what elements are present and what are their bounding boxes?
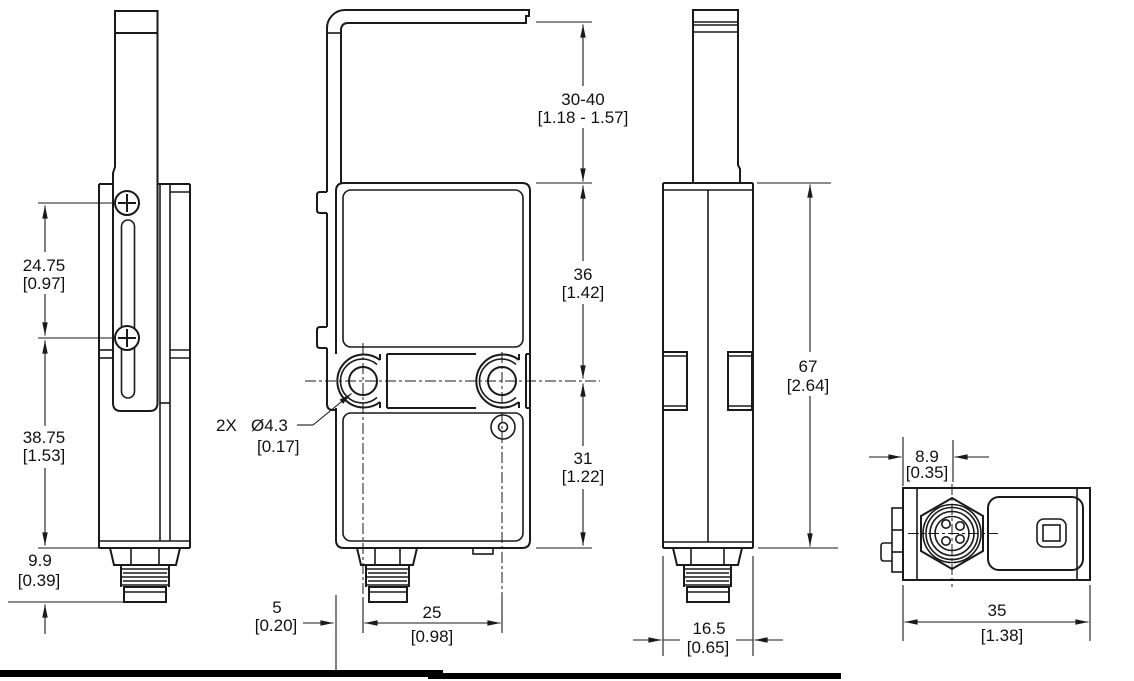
side-slot-right (727, 351, 753, 411)
bottom-view: 8.9 [0.35] 35 [1.38] (869, 437, 1091, 645)
connector-pin (940, 518, 951, 529)
dim-edge-to-hole-inch: [0.20] (255, 616, 298, 635)
dim-connector-length-mm: 9.9 (28, 551, 52, 570)
bottom-view-dimensions: 8.9 [0.35] 35 [1.38] (869, 437, 1091, 645)
dim-body-depth-inch: [0.65] (687, 638, 730, 657)
mounting-bracket (316, 9, 530, 411)
dim-hole-spacing-mm: 25 (423, 603, 442, 622)
dim-hole-to-bottom-mm: 31 (574, 449, 593, 468)
dim-body-width-inch: [1.38] (981, 626, 1024, 645)
mounting-screw-bottom (114, 325, 140, 351)
bottom-nub (472, 547, 494, 555)
dim-lower-body-mm: 38.75 (23, 428, 66, 447)
dim-lower-body-inch: [1.53] (23, 446, 66, 465)
right-side-view: 67 [2.64] 16.5 [0.65] (633, 9, 838, 657)
dim-mount-hole-mm: Ø4.3 (251, 416, 288, 435)
dim-body-height-mm: 67 (799, 357, 818, 376)
dim-screw-spacing-inch: [0.97] (23, 274, 66, 293)
mounting-screw-top (114, 190, 140, 216)
bracket-slot (120, 219, 136, 399)
dim-connector-offset-inch: [0.35] (906, 463, 949, 482)
dim-body-depth-mm: 16.5 (692, 619, 725, 638)
dim-bracket-adjust-inch: [1.18 - 1.57] (538, 108, 629, 127)
front-view: 30-40 [1.18 - 1.57] 36 [1.42] 31 [1.22] … (216, 9, 629, 671)
dim-hole-spacing-inch: [0.98] (411, 627, 454, 646)
side-slot-left (662, 351, 688, 411)
dim-mount-hole-inch: [0.17] (257, 437, 300, 456)
bracket-arm-side (112, 10, 159, 412)
left-view-dimensions: 24.75 [0.97] 38.75 [1.53] 9.9 [0.39] (8, 202, 123, 634)
dim-bracket-adjust-mm: 30-40 (561, 90, 604, 109)
led-indicator (490, 414, 516, 440)
dim-edge-to-hole-mm: 5 (272, 598, 281, 617)
table-border-bar-right (428, 673, 841, 679)
dim-mount-hole-qty: 2X (216, 416, 237, 435)
connector-pin (940, 535, 951, 546)
connector-right-view (671, 547, 744, 603)
connector-left-view (108, 547, 182, 603)
front-view-dimensions: 30-40 [1.18 - 1.57] 36 [1.42] 31 [1.22] … (216, 21, 629, 646)
connector-front-view (355, 547, 419, 603)
connector-pin (954, 533, 965, 544)
dim-connector-length-inch: [0.39] (18, 571, 61, 590)
dim-top-to-hole-inch: [1.42] (562, 283, 605, 302)
dim-screw-spacing-mm: 24.75 (23, 256, 66, 275)
dim-body-width-mm: 35 (988, 601, 1007, 620)
sensor-face (987, 496, 1084, 571)
connector-pin (954, 520, 965, 531)
dim-body-height-inch: [2.64] (787, 376, 830, 395)
right-view-dimensions: 67 [2.64] 16.5 [0.65] (633, 182, 838, 657)
table-border-bar-left (0, 670, 443, 677)
bracket-arm-right (692, 9, 741, 183)
dim-hole-to-bottom-inch: [1.22] (562, 467, 605, 486)
left-side-view: 24.75 [0.97] 38.75 [1.53] 9.9 [0.39] (8, 10, 191, 634)
side-tabs (880, 507, 904, 573)
dim-connector-offset-mm: 8.9 (915, 447, 939, 466)
sensing-aperture (1036, 518, 1067, 548)
dim-top-to-hole-mm: 36 (574, 265, 593, 284)
